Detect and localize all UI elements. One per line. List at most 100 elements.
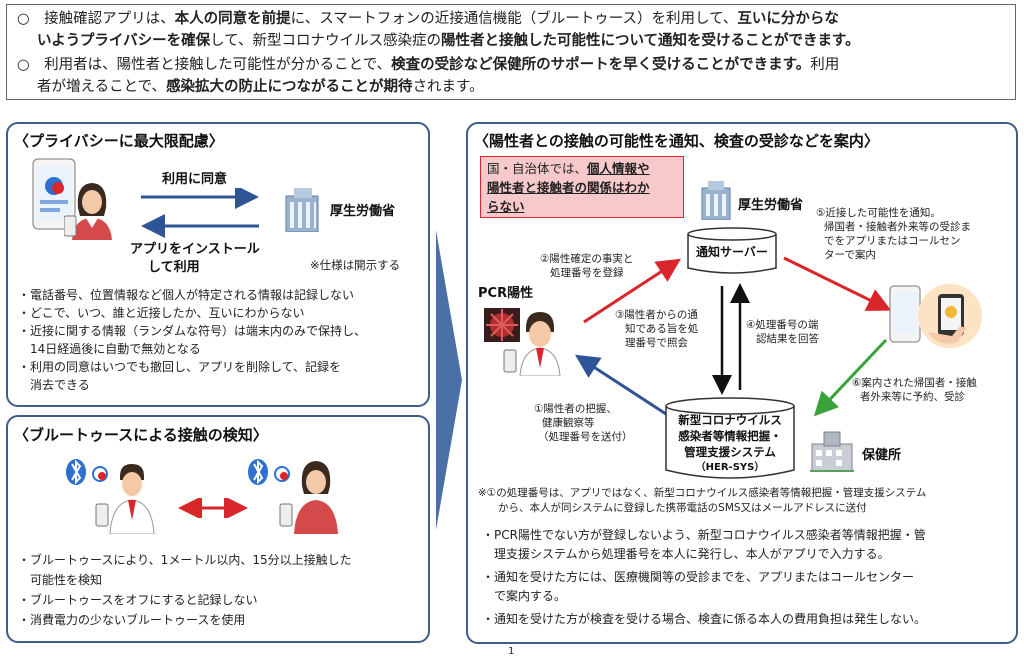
smartphone-app-icon	[32, 158, 76, 230]
notification-server-icon	[687, 227, 777, 274]
step-2-label: ②陽性確定の事実と 処理番号を登録	[540, 252, 633, 280]
woman-user-icon	[64, 183, 112, 240]
install-label-1: アプリをインストール	[130, 242, 260, 257]
list-item: ・通知を受けた方には、医療機関等の受診までを、アプリまたはコールセンター	[482, 570, 915, 584]
list-item: ・どこで、いつ、誰と近接したか、互いにわからない	[18, 306, 305, 320]
privacy-panel	[6, 122, 430, 407]
callout-bold: 個人情報や	[587, 161, 650, 176]
pcr-label: PCR陽性	[478, 286, 534, 301]
step-text: （処理番号を送付）	[538, 431, 633, 443]
callout-line-1: 国・自治体では、個人情報や	[487, 159, 677, 178]
list-item: ・利用の同意はいつでも撤回し、アプリを削除して、記録を	[18, 360, 342, 374]
notification-title: 〈陽性者との接触の可能性を通知、検査の受診などを案内〉	[474, 132, 879, 150]
summary-bold: 本人の同意を前提	[174, 11, 291, 27]
summary-text: して、新型コロナウイルス感染症の	[210, 33, 441, 49]
summary-line-1: ○ 接触確認アプリは、本人の同意を前提に、スマートフォンの近接通信機能（ブルート…	[17, 9, 839, 29]
summary-line-2: いようプライバシーを確保して、新型コロナウイルス感染症の陽性者と接触した可能性に…	[37, 31, 860, 51]
list-item: 可能性を検知	[18, 573, 103, 587]
summary-bold: 互いに分からな	[737, 11, 839, 27]
step-text: 者外来等に予約、受診	[860, 391, 965, 403]
summary-line-3: ○ 利用者は、陽性者と接触した可能性が分かることで、検査の受診など保健所のサポー…	[17, 55, 839, 75]
step-text: ターで案内	[824, 249, 876, 261]
health-center-building-icon	[810, 431, 854, 472]
spec-note: ※仕様は開示する	[310, 258, 401, 272]
summary-line-4: 者が増えることで、感染拡大の防止につながることが期待されます。	[37, 77, 484, 97]
summary-bold: 陽性者と接触した可能性について通知を受けることができます。	[440, 33, 860, 49]
privacy-bullets: ・電話番号、位置情報など個人が特定される情報は記録しない ・どこで、いつ、誰と近…	[18, 286, 366, 394]
bluetooth-bullets: ・ブルートゥースにより、1メートル以内、15分以上接触した 可能性を検知 ・ブル…	[18, 550, 352, 630]
list-item: ・ブルートゥースにより、1メートル以内、15分以上接触した	[18, 553, 352, 567]
step-text: ④処理番号の端	[746, 319, 819, 331]
step-5-label: ⑤近接した可能性を通知。 帰国者・接触者外来等の受診ま でをアプリまたはコールセ…	[816, 206, 971, 262]
summary-text: 利用	[810, 57, 840, 73]
proximity-arrow	[178, 498, 248, 518]
step-4-label: ④処理番号の端 認結果を回答	[746, 318, 819, 346]
flow-arrows	[574, 256, 892, 417]
her-sys-label: 新型コロナウイルス 感染者等情報把握・ 管理支援システム （HER-SYS）	[664, 412, 796, 476]
flow-chevron-arrow	[436, 230, 462, 530]
step-text: でをアプリまたはコールセン	[824, 235, 961, 247]
step-text: ⑤近接した可能性を通知。	[816, 207, 941, 219]
step-text: 知である旨を処	[625, 323, 699, 335]
step-text: ③陽性者からの通	[615, 309, 698, 321]
list-item: で案内する。	[482, 589, 567, 603]
notification-panel	[466, 122, 1018, 644]
summary-text: に、スマートフォンの近接通信機能（ブルートゥース）を利用して、	[290, 11, 738, 27]
list-item: ・通知を受けた方が検査を受ける場合、検査に係る本人の費用負担は発生しない。	[482, 612, 927, 626]
step-text: 健康観察等	[542, 417, 595, 429]
list-item: ・電話番号、位置情報など個人が特定される情報は記録しない	[18, 288, 355, 302]
ministry-building-icon	[701, 181, 731, 220]
step-text: 理番号で照会	[625, 337, 688, 349]
health-center-label: 保健所	[862, 448, 902, 463]
consent-label: 利用に同意	[162, 172, 228, 187]
step-1-label: ①陽性者の把握、 健康観察等 （処理番号を送付）	[534, 402, 633, 444]
notified-smartphone-icon	[889, 284, 982, 348]
step-6-label: ⑥案内された帰国者・接触 者外来等に予約、受診	[852, 376, 977, 404]
summary-bold: 感染拡大の防止につながることが期待	[166, 79, 413, 95]
list-item: 消去できる	[18, 378, 90, 392]
step-text: ②陽性確定の事実と	[540, 253, 634, 265]
notification-bullets: ・PCR陽性でない方が登録しないよう、新型コロナウイルス感染者等情報把握・管 理…	[482, 526, 926, 629]
her-sys-line: 管理支援システム	[684, 445, 776, 459]
ministry-label: 厚生労働省	[738, 198, 804, 213]
privacy-callout: 国・自治体では、個人情報や 陽性者と接触者の関係はわか らない	[480, 156, 684, 218]
callout-line-2: 陽性者と接触者の関係はわか	[487, 180, 650, 195]
bluetooth-panel	[6, 415, 430, 643]
ministry-label: 厚生労働省	[330, 204, 396, 219]
list-item: ・PCR陽性でない方が登録しないよう、新型コロナウイルス感染者等情報把握・管	[482, 528, 926, 542]
note-line: ※①の処理番号は、アプリではなく、新型コロナウイルス感染者等情報把握・管理支援シ…	[478, 487, 927, 499]
step-3-label: ③陽性者からの通 知である旨を処 理番号で照会	[615, 308, 698, 350]
summary-text: されます。	[412, 79, 484, 95]
install-label-2: して利用	[148, 260, 200, 275]
list-item: ・消費電力の少ないブルートゥースを使用	[18, 613, 246, 627]
note-line: から、本人が同システムに登録した携帯電話のSMS又はメールアドレスに送付	[498, 502, 867, 514]
her-sys-line: （HER-SYS）	[695, 462, 765, 473]
summary-bold: 検査の受診など保健所のサポートを早く受けることができます。	[391, 57, 811, 73]
summary-bold: いようプライバシーを確保	[37, 33, 211, 49]
pcr-positive-person-icon	[484, 308, 561, 376]
consent-arrows	[141, 188, 259, 238]
privacy-title: 〈プライバシーに最大限配慮〉	[14, 132, 224, 150]
summary-text: 者が増えることで、	[37, 79, 167, 95]
her-sys-line: 新型コロナウイルス	[678, 413, 782, 427]
bluetooth-title: 〈ブルートゥースによる接触の検知〉	[14, 426, 268, 444]
server-label: 通知サーバー	[696, 245, 768, 259]
her-sys-line: 感染者等情報把握・	[678, 429, 782, 443]
list-item: 理支援システムから処理番号を本人に発行し、本人がアプリで入力する。	[482, 547, 890, 561]
processing-number-note: ※①の処理番号は、アプリではなく、新型コロナウイルス感染者等情報把握・管理支援シ…	[478, 486, 926, 516]
page-number: 1	[508, 646, 515, 657]
step-text: 認結果を回答	[756, 333, 819, 345]
callout-text: 国・自治体では、	[487, 161, 588, 176]
callout-line-3: らない	[487, 199, 525, 214]
female-user-bluetooth-icon	[248, 459, 338, 534]
her-sys-database-icon	[665, 397, 795, 479]
step-text: ①陽性者の把握、	[534, 403, 617, 415]
ministry-building-icon	[285, 188, 319, 232]
summary-text: ○ 接触確認アプリは、	[17, 11, 175, 27]
step-text: 帰国者・接触者外来等の受診ま	[824, 221, 971, 233]
step-text: ⑥案内された帰国者・接触	[852, 377, 977, 389]
step-text: 処理番号を登録	[550, 267, 624, 279]
male-user-bluetooth-icon	[66, 459, 155, 534]
summary-text: ○ 利用者は、陽性者と接触した可能性が分かることで、	[17, 57, 392, 73]
list-item: ・近接に関する情報（ランダムな符号）は端末内のみで保持し、	[18, 324, 367, 338]
